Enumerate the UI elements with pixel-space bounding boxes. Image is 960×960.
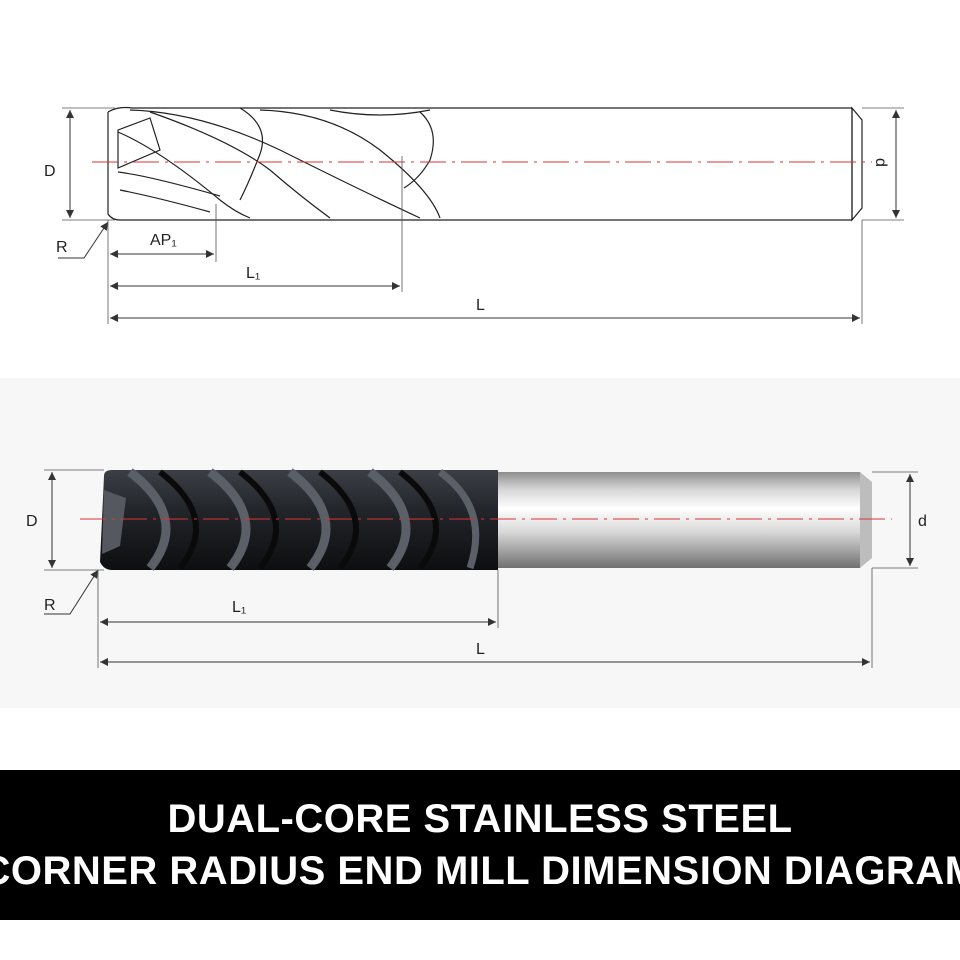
line-drawing: D d R AP₁ L₁ L <box>0 0 960 360</box>
photo-label-R: R <box>44 597 56 614</box>
product-photo-svg: D d R L₁ L <box>26 468 927 668</box>
product-photo: D d R L₁ L <box>0 378 960 708</box>
photo-dim-L: L <box>100 568 873 668</box>
title-banner: DUAL-CORE STAINLESS STEEL CORNER RADIUS … <box>0 770 960 920</box>
line-drawing-svg: D d R AP₁ L₁ L <box>44 106 904 324</box>
photo-dim-L1: L₁ <box>97 570 499 668</box>
drawing-dim-L: L <box>110 220 863 324</box>
drawing-label-D: D <box>44 163 56 180</box>
drawing-dim-AP1: AP₁ <box>107 204 217 324</box>
drawing-dim-D: D <box>44 107 115 221</box>
drawing-shank <box>300 106 863 222</box>
photo-label-D: D <box>26 513 38 530</box>
photo-label-d: d <box>918 513 927 530</box>
drawing-dim-L1: L₁ <box>110 156 403 292</box>
photo-cutting-head <box>100 468 498 571</box>
drawing-label-L1: L₁ <box>246 265 260 282</box>
drawing-dim-d: d <box>862 107 904 221</box>
drawing-label-R: R <box>56 239 68 256</box>
title-line-2: CORNER RADIUS END MILL DIMENSION DIAGRAM <box>0 849 960 893</box>
photo-shank <box>498 472 872 568</box>
drawing-label-AP1: AP₁ <box>150 232 177 249</box>
photo-dim-D: D <box>26 469 104 571</box>
photo-label-L: L <box>476 641 485 658</box>
photo-dim-R: R <box>44 569 99 615</box>
drawing-cutting-head <box>107 106 441 221</box>
drawing-label-L: L <box>476 297 485 314</box>
photo-label-L1: L₁ <box>232 599 246 616</box>
photo-dim-d: d <box>872 471 927 569</box>
drawing-dim-R: R <box>56 221 109 259</box>
drawing-label-d: d <box>872 158 889 167</box>
title-line-1: DUAL-CORE STAINLESS STEEL <box>167 797 793 841</box>
